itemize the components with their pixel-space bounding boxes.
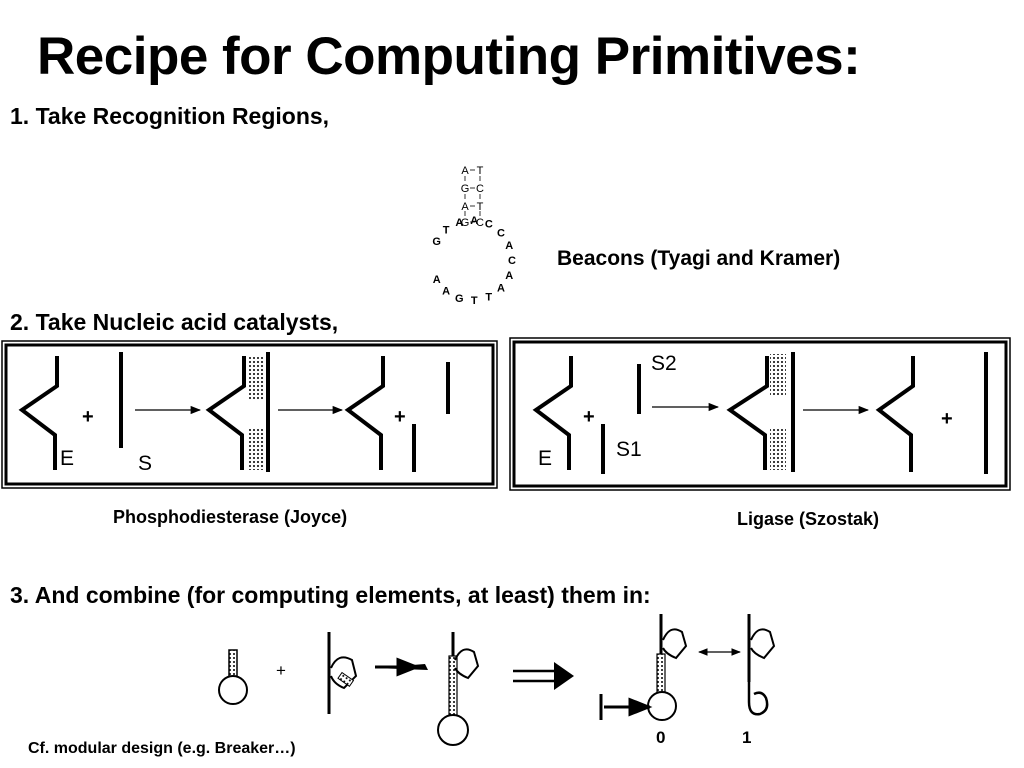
beacon-nucleotide: C: [476, 183, 484, 195]
phosphodiesterase-caption: Phosphodiesterase (Joyce): [113, 507, 348, 527]
label-s1: S1: [616, 438, 642, 461]
step-2-text: 2. Take Nucleic acid catalysts,: [10, 309, 339, 335]
base-pairing-dots: [770, 428, 786, 470]
enzyme-strand-e: [532, 356, 573, 470]
enzyme-strand-bound: [726, 356, 769, 470]
beacon-nucleotide: A: [470, 215, 478, 227]
enzyme-strand-released: [875, 356, 915, 472]
beacon-nucleotide: G: [461, 217, 470, 229]
modular-design-note: Cf. modular design (e.g. Breaker…): [28, 740, 296, 757]
beacon-nucleotide: G: [461, 183, 470, 195]
beacon-loop-circle: [218, 675, 248, 705]
step-3-text: 3. And combine (for computing elements, …: [10, 582, 651, 608]
panel-inner-frame: [512, 340, 1008, 488]
enzyme-strand-released: [344, 356, 385, 470]
step-1-text: 1. Take Recognition Regions,: [10, 103, 330, 129]
beacon-nucleotide: T: [485, 291, 492, 303]
catalyst-motif: [330, 656, 358, 690]
plus-sign: +: [941, 408, 953, 430]
label-e: E: [60, 447, 74, 470]
panel-outer-frame: [1, 340, 498, 489]
ligase-panel: E + S2 S1 +: [509, 337, 1011, 491]
phosphodiesterase-panel: E + S +: [1, 340, 498, 489]
beacon-nucleotide: A: [505, 240, 513, 252]
label-s: S: [138, 452, 152, 475]
base-pairing-dots: [247, 428, 263, 470]
panel-outer-frame: [509, 337, 1011, 491]
fused-stem: [448, 655, 458, 717]
fused-beacon-loop: [437, 714, 469, 746]
beacon-nucleotide: G: [455, 293, 464, 305]
implies-arrow-head: [554, 662, 574, 690]
beacon-stem: [228, 649, 238, 679]
beacon-nucleotide: A: [505, 270, 513, 282]
state-0-label: 0: [656, 728, 665, 747]
beacon-nucleotide: T: [443, 225, 450, 237]
state-0-stem: [656, 653, 666, 693]
enzyme-strand-bound: [205, 356, 246, 470]
beacon-nucleotide: A: [461, 165, 469, 177]
beacon-nucleotide: A: [455, 217, 463, 229]
panel-inner-frame: [4, 343, 495, 486]
beacon-nucleotide: G: [432, 236, 441, 248]
beacon-nucleotide: C: [497, 228, 505, 240]
beacon-nucleotide: A: [442, 286, 450, 298]
enzyme-strand-e: [18, 356, 59, 470]
label-s2: S2: [651, 352, 677, 375]
beacon-caption: Beacons (Tyagi and Kramer): [557, 247, 841, 270]
beacon-nucleotide: A: [497, 283, 505, 295]
beacon-nucleotide: A: [433, 274, 441, 286]
beacon-nucleotide: T: [471, 295, 478, 307]
beacon-nucleotide: T: [477, 165, 484, 177]
base-pairing-dots: [247, 357, 263, 399]
plus-sign: +: [583, 406, 595, 428]
fused-catalyst-motif: [454, 648, 480, 680]
state-1-curled-beacon: [747, 682, 769, 716]
page-title: Recipe for Computing Primitives:: [37, 27, 861, 86]
state-1-label: 1: [742, 728, 751, 747]
state-0-catalyst-motif: [662, 628, 688, 660]
beacon-nucleotide: A: [461, 201, 469, 213]
beacon-nucleotide: C: [508, 255, 516, 267]
plus-sign: +: [276, 661, 286, 680]
state-0-beacon-loop: [647, 691, 677, 721]
beacon-nucleotide: C: [485, 219, 493, 231]
state-1-catalyst-motif: [750, 628, 776, 660]
beacon-stem-bonds: [464, 169, 481, 223]
combination-schematic: + 0 1: [218, 614, 776, 747]
catalyst-pairing: [337, 671, 355, 687]
plus-sign: +: [82, 406, 94, 428]
ligase-caption: Ligase (Szostak): [737, 509, 880, 529]
base-pairing-dots: [770, 354, 786, 396]
plus-sign: +: [394, 406, 406, 428]
label-e: E: [538, 447, 552, 470]
beacon-nucleotide: C: [476, 217, 484, 229]
beacon-nucleotide: T: [477, 201, 484, 213]
